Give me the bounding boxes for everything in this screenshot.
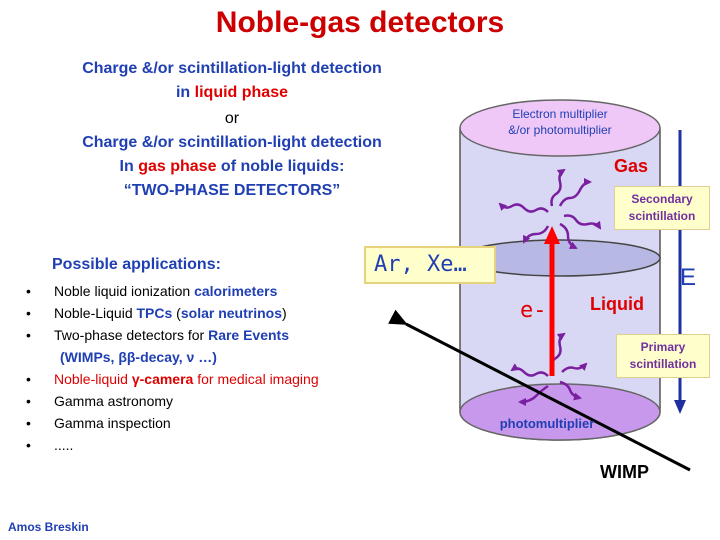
electron-multiplier-label: Electron multiplier &/or photomultiplier bbox=[470, 106, 650, 138]
item-text: for medical imaging bbox=[193, 371, 319, 387]
intro-line-5-prefix: In bbox=[119, 158, 139, 175]
intro-line-5: In gas phase of noble liquids: bbox=[22, 156, 442, 178]
bullet: • bbox=[26, 437, 31, 453]
secondary-line-1: Secondary bbox=[631, 192, 693, 206]
item-text: ) bbox=[282, 305, 287, 321]
gas-label: Gas bbox=[614, 156, 649, 176]
applications-heading: Possible applications: bbox=[52, 256, 221, 273]
photon-wave bbox=[559, 380, 582, 401]
list-item: • Gamma astronomy bbox=[26, 390, 396, 412]
wimp-label: WIMP bbox=[600, 462, 649, 482]
electron-label: e- bbox=[520, 298, 547, 323]
item-text: Noble-liquid bbox=[54, 371, 132, 387]
bullet: • bbox=[26, 415, 31, 431]
photon-wave bbox=[550, 168, 566, 207]
item-text: ( bbox=[172, 305, 181, 321]
page-title: Noble-gas detectors bbox=[215, 6, 505, 39]
author: Amos Breskin bbox=[8, 520, 89, 534]
list-item: (WIMPs, ββ-decay, ν …) bbox=[26, 346, 396, 368]
list-item: •..... bbox=[26, 434, 396, 456]
intro-line-3: or bbox=[22, 108, 442, 130]
primary-scintillation-label: Primary scintillation bbox=[616, 334, 710, 378]
intro-gas-phase: gas phase bbox=[138, 158, 217, 175]
electron-multiplier-line-1: Electron multiplier bbox=[512, 107, 608, 121]
photon-wave bbox=[498, 202, 549, 213]
bullet: • bbox=[26, 371, 31, 387]
electric-field-label: E bbox=[680, 264, 697, 291]
list-item: • Two-phase detectors for Rare Events bbox=[26, 324, 396, 346]
item-text: ) bbox=[212, 349, 217, 365]
item-highlight: WIMPs, ββ-decay, ν … bbox=[64, 349, 213, 365]
liquid-label: Liquid bbox=[590, 294, 644, 314]
applications-list: • Noble liquid ionization calorimeters • N… bbox=[26, 280, 396, 456]
item-highlight: TPCs bbox=[136, 305, 173, 321]
wimp-trajectory bbox=[388, 309, 691, 472]
intro-line-5-suffix: of noble liquids: bbox=[216, 158, 345, 175]
intro-line-2: in liquid phase bbox=[22, 82, 442, 104]
bullet: • bbox=[26, 393, 31, 409]
item-highlight: Rare Events bbox=[208, 327, 290, 343]
item-highlight: γ-camera bbox=[131, 371, 194, 387]
list-item: • Noble-liquid γ-camera for medical imagi… bbox=[26, 368, 396, 390]
bullet: • bbox=[26, 283, 31, 299]
photon-wave bbox=[510, 363, 549, 377]
list-item: • Gamma inspection bbox=[26, 412, 396, 434]
intro-line-1: Charge &/or scintillation-light detectio… bbox=[82, 60, 382, 77]
intro-liquid-phase: liquid phase bbox=[194, 84, 288, 101]
photon-wave bbox=[559, 222, 578, 250]
secondary-line-2: scintillation bbox=[628, 209, 696, 223]
item-text: Gamma inspection bbox=[54, 415, 171, 431]
intro-or: or bbox=[224, 110, 240, 127]
photon-wave bbox=[561, 362, 588, 373]
secondary-photons bbox=[498, 168, 602, 250]
primary-line-2: scintillation bbox=[629, 357, 697, 371]
photon-wave bbox=[563, 214, 602, 230]
secondary-scintillation-label: Secondary scintillation bbox=[614, 186, 710, 230]
item-text: Noble-Liquid bbox=[54, 305, 137, 321]
item-highlight: solar neutrinos bbox=[180, 305, 282, 321]
electron-multiplier-line-2: &/or photomultiplier bbox=[508, 123, 612, 137]
bullet: • bbox=[26, 305, 31, 321]
bottom-photomultiplier bbox=[459, 383, 661, 441]
item-text: Two-phase detectors for bbox=[54, 327, 209, 343]
photon-wave bbox=[518, 384, 549, 406]
primary-line-1: Primary bbox=[640, 340, 686, 354]
item-text: ..... bbox=[54, 437, 74, 453]
item-text: Gamma astronomy bbox=[54, 393, 174, 409]
item-text: ( bbox=[60, 349, 65, 365]
ar-xe-label: Ar, Xe… bbox=[364, 246, 496, 284]
item-highlight: calorimeters bbox=[194, 283, 278, 299]
intro-line-2-prefix: in bbox=[175, 84, 195, 101]
list-item: • Noble liquid ionization calorimeters bbox=[26, 280, 396, 302]
top-photomultiplier bbox=[459, 99, 661, 157]
intro-line-4: Charge &/or scintillation-light detectio… bbox=[82, 134, 382, 151]
intro-two-phase: “TWO-PHASE DETECTORS” bbox=[123, 182, 341, 199]
bullet: • bbox=[26, 327, 31, 343]
item-text: Noble liquid ionization bbox=[54, 283, 195, 299]
list-item: • Noble-Liquid TPCs (solar neutrinos) bbox=[26, 302, 396, 324]
photomultiplier-label: photomultiplier bbox=[499, 416, 595, 431]
photon-wave bbox=[558, 178, 592, 207]
